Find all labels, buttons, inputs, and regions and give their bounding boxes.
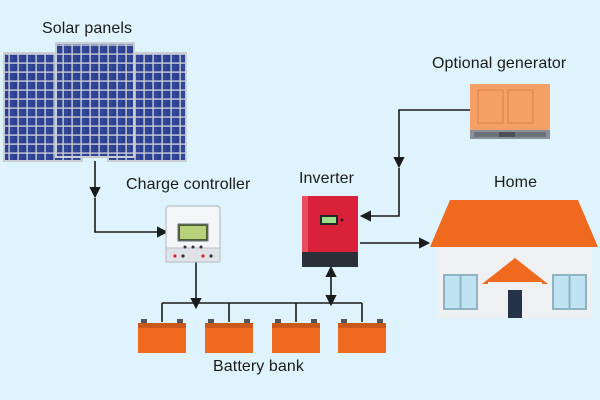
solar-panels — [3, 42, 187, 162]
label-optional-generator: Optional generator — [432, 55, 567, 72]
solar-panel-center — [55, 42, 135, 158]
house-door — [508, 290, 522, 318]
battery-3 — [272, 319, 320, 353]
label-solar-panels: Solar panels — [42, 20, 133, 37]
house-gable — [482, 258, 548, 284]
battery-bank — [138, 319, 386, 353]
wire-generator-to-inverter-1 — [393, 109, 470, 169]
battery-2 — [205, 319, 253, 353]
wire-generator-to-inverter-2 — [359, 168, 400, 222]
label-battery-bank: Battery bank — [213, 358, 305, 375]
label-inverter: Inverter — [299, 170, 355, 187]
inverter — [302, 196, 358, 267]
house-roof — [430, 200, 598, 247]
charge-controller — [165, 205, 221, 263]
label-charge-controller: Charge controller — [126, 176, 251, 193]
label-home: Home — [494, 174, 538, 191]
battery-4 — [338, 319, 386, 353]
wires — [89, 109, 470, 322]
wire-to-controller — [94, 198, 169, 238]
home-house — [430, 200, 598, 318]
battery-1 — [138, 319, 186, 353]
optional-generator — [470, 84, 550, 139]
